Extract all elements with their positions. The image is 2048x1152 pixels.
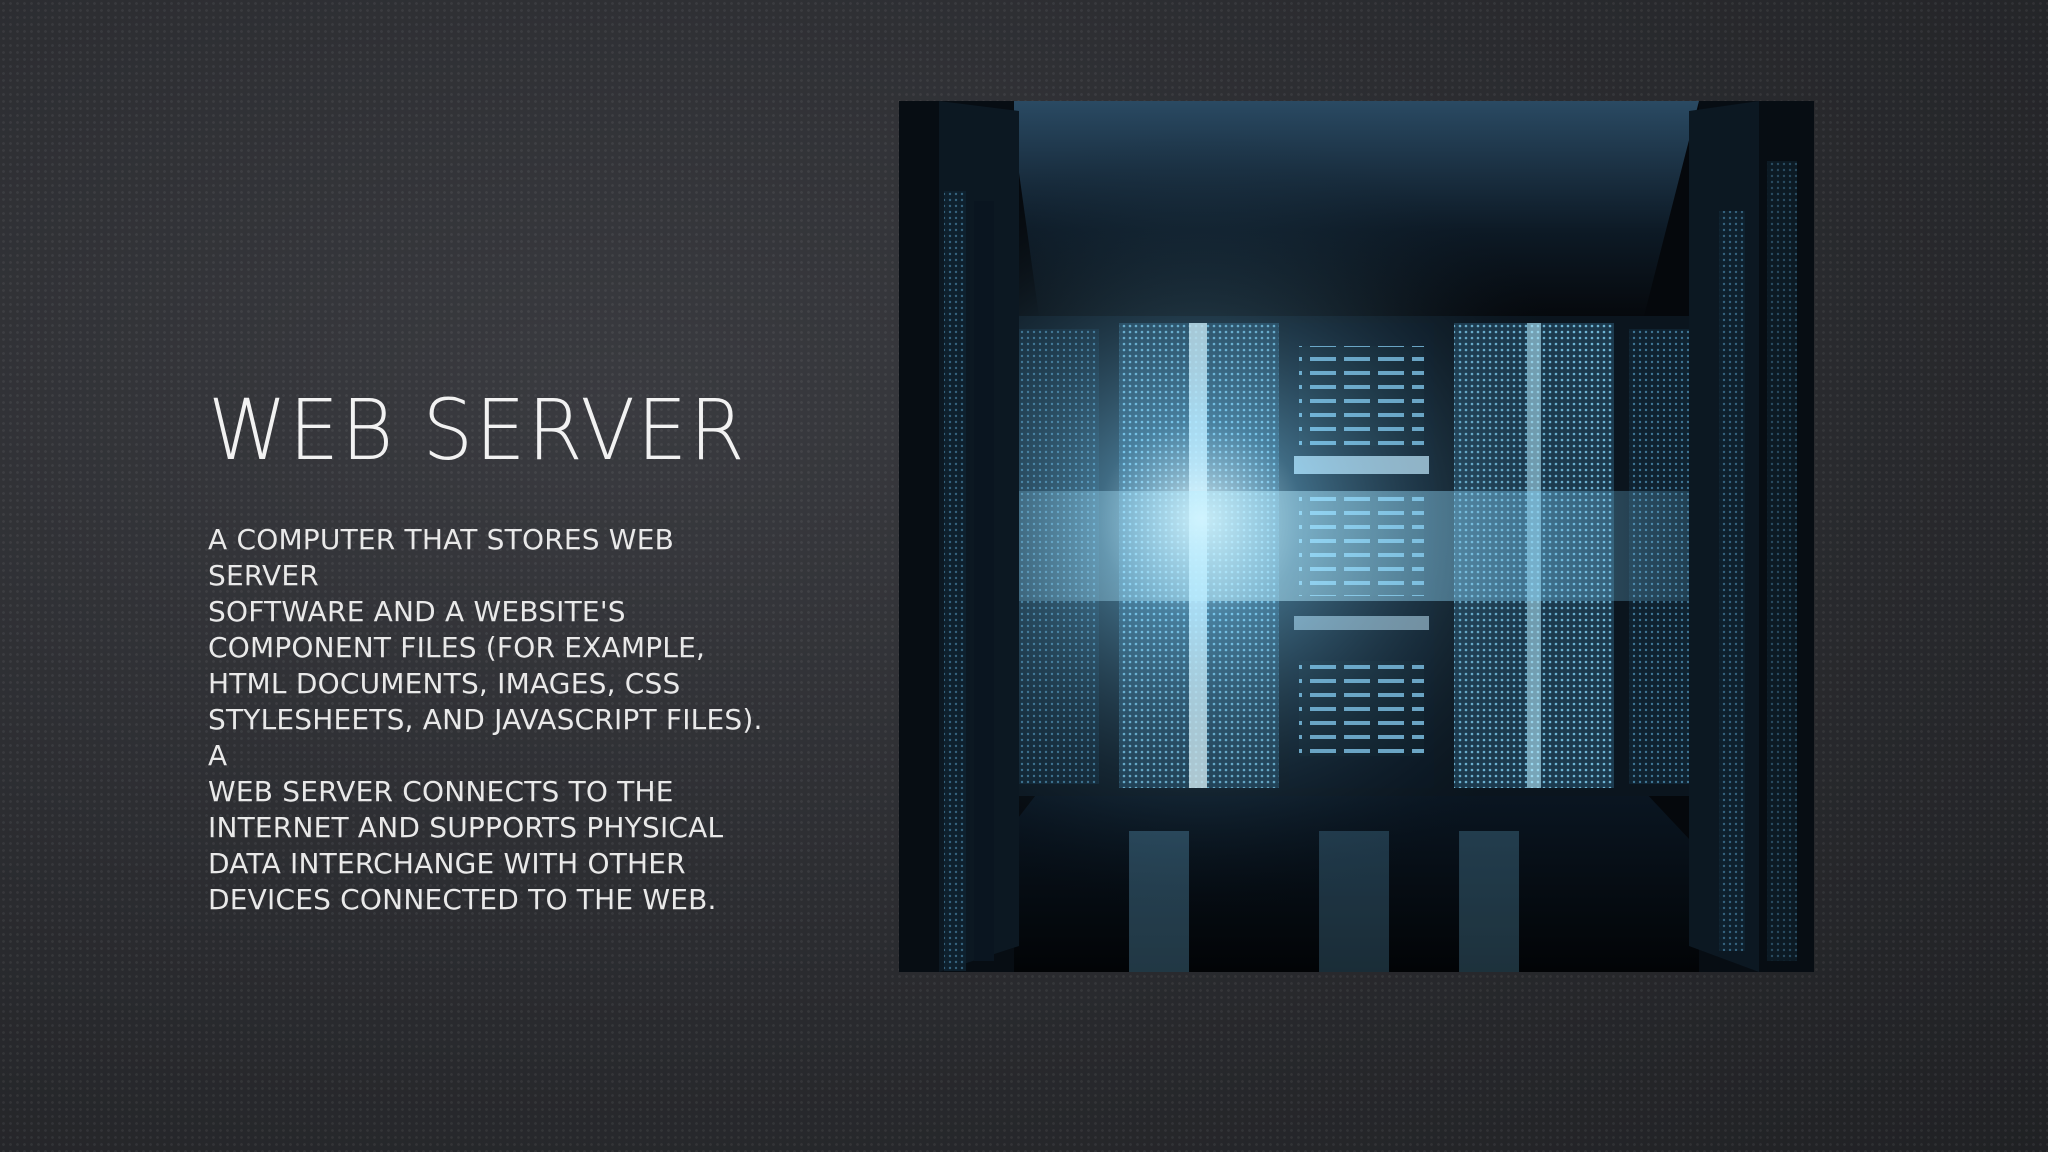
server-room-photo xyxy=(899,101,1814,972)
server-room-illustration xyxy=(899,101,1814,972)
body-line: DEVICES CONNECTED TO THE WEB. xyxy=(208,883,717,916)
body-line: INTERNET AND SUPPORTS PHYSICAL xyxy=(208,811,724,844)
body-line: COMPONENT FILES (FOR EXAMPLE, xyxy=(208,631,706,664)
slide-title: WEB SERVER xyxy=(208,381,747,479)
slide-body-text: A COMPUTER THAT STORES WEB SERVER SOFTWA… xyxy=(208,522,788,918)
body-line: HTML DOCUMENTS, IMAGES, CSS xyxy=(208,667,681,700)
body-line: WEB SERVER CONNECTS TO THE xyxy=(208,775,674,808)
body-line: A COMPUTER THAT STORES WEB SERVER xyxy=(208,523,674,592)
body-line: DATA INTERCHANGE WITH OTHER xyxy=(208,847,686,880)
body-line: STYLESHEETS, AND JAVASCRIPT FILES). A xyxy=(208,703,763,772)
body-line: SOFTWARE AND A WEBSITE'S xyxy=(208,595,626,628)
